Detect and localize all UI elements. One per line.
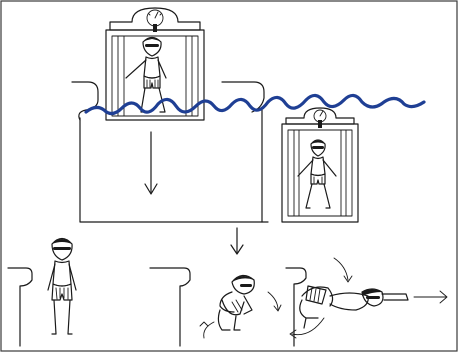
arrow-down-icon — [231, 228, 243, 254]
small-cabin — [282, 108, 358, 222]
gauge-icon — [314, 110, 326, 128]
water-wave — [86, 95, 424, 113]
curved-arrow-icon — [268, 292, 281, 311]
curved-arrow-icon — [200, 322, 214, 338]
arrow-down-icon — [145, 132, 157, 194]
swimmer-crouching — [218, 275, 254, 330]
pool-cross-section — [72, 82, 268, 222]
swimmer-gliding — [300, 286, 408, 328]
gauge-icon — [147, 10, 163, 32]
swimmer-standing-front — [48, 239, 76, 335]
swimmer-standing-small-cabin — [298, 140, 336, 208]
arrow-right-icon — [414, 291, 447, 303]
curved-arrow-icon — [334, 258, 352, 282]
curved-arrow-icon — [290, 318, 324, 338]
large-cabin — [106, 8, 204, 120]
bottom-sequence — [8, 239, 447, 347]
